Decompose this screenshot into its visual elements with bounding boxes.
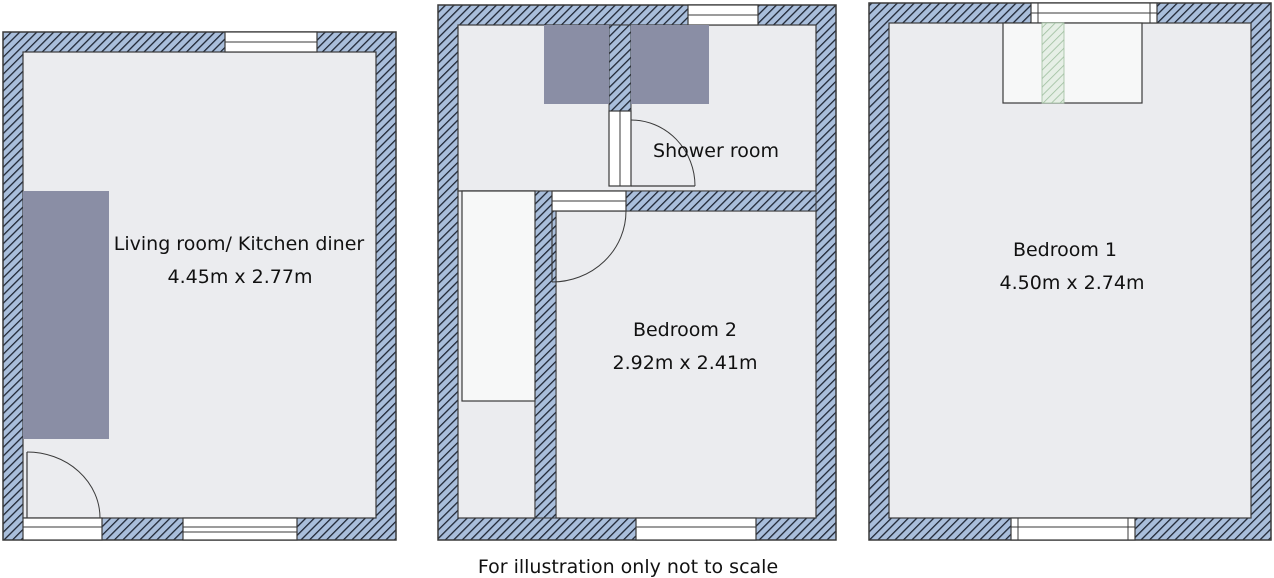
bathroom-fitting [544,25,609,104]
window-bottom [1010,517,1136,541]
plan-bedroom1: Bedroom 1 4.50m x 2.74m [868,2,1272,541]
bedroom2-size: 2.92m x 2.41m [613,352,758,374]
internal-wall [608,24,632,112]
window-top [224,31,318,53]
bedroom1-size: 4.50m x 2.74m [1000,272,1145,294]
entrance-door [22,451,103,541]
bathroom-fitting [631,25,709,104]
window-bottom [635,517,757,541]
shower-room-door [608,110,696,187]
plan-living-kitchen: Living room/ Kitchen diner 4.45m x 2.77m [2,31,397,541]
living-room-name: Living room/ Kitchen diner [114,233,365,255]
window-bottom [182,517,298,541]
bedroom2-name: Bedroom 2 [633,319,737,341]
plan-shower-bedroom2: Shower room Bedroom 2 2.92m x 2.41m [437,4,837,541]
landing-cupboard [461,190,536,402]
window-top [687,4,759,26]
window-top [1030,2,1158,24]
room-floor [888,22,1252,519]
built-in-cupboard [1002,22,1143,104]
living-room-size: 4.45m x 2.77m [168,266,313,288]
bedroom1-name: Bedroom 1 [1013,239,1117,261]
internal-wall [534,190,557,519]
shower-room-name: Shower room [653,140,779,162]
kitchen-units [23,191,109,439]
disclaimer-caption: For illustration only not to scale [478,556,778,578]
bedroom2-door [551,190,627,283]
